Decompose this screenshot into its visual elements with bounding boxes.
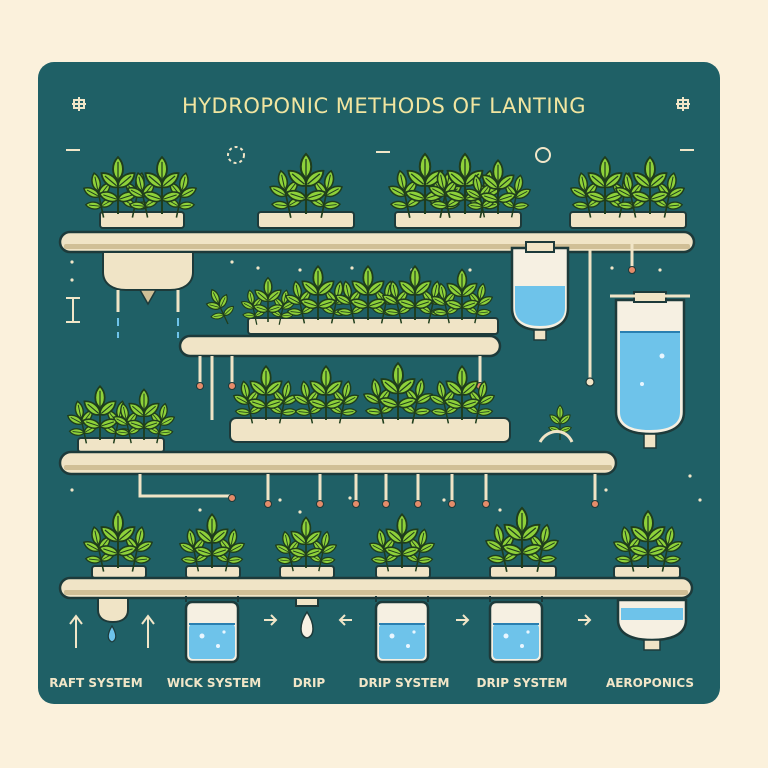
water-droplets [107, 318, 314, 643]
page-title: HYDROPONIC METHODS OF LANTING [181, 94, 587, 118]
iv-reservoir [610, 291, 690, 449]
flow-arrows [69, 614, 592, 648]
label-drip-system-2: DRIP SYSTEM [476, 676, 568, 690]
label-raft-system: RAFT SYSTEM [49, 676, 143, 690]
bottom-shelf [58, 508, 694, 664]
label-drip: DRIP [292, 676, 326, 690]
lower-shelf [58, 450, 618, 509]
label-aeroponics: AEROPONICS [605, 676, 695, 690]
label-drip-system-1: DRIP SYSTEM [358, 676, 450, 690]
label-wick-system: WICK SYSTEM [166, 676, 262, 690]
top-shelf [58, 154, 696, 387]
middle-shelf [63, 266, 574, 453]
decorative-marks [66, 97, 694, 323]
